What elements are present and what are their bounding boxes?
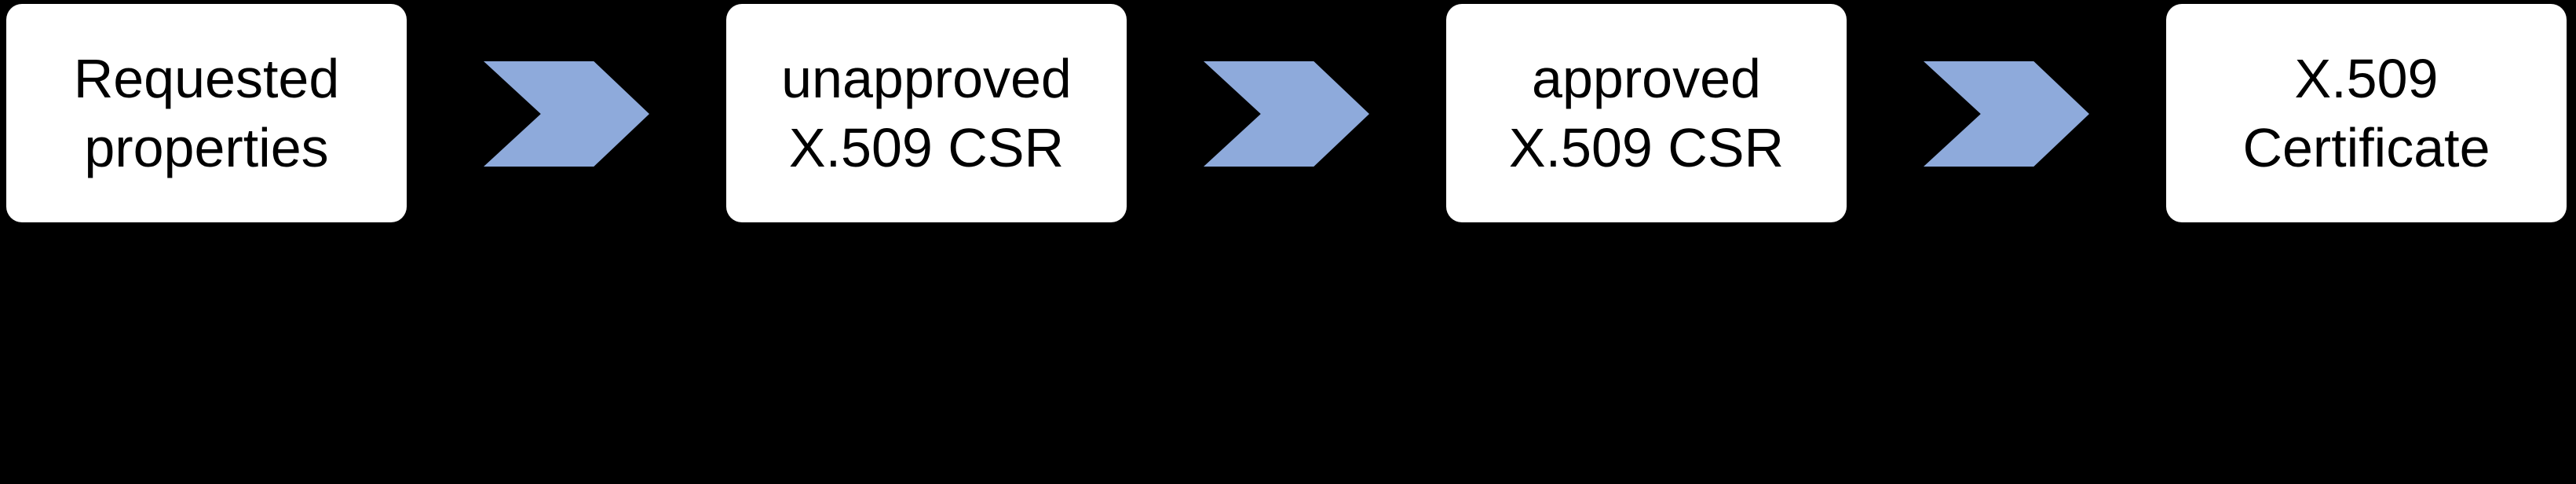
step-label-line2: properties bbox=[84, 117, 329, 178]
step-label-line2: X.509 CSR bbox=[1508, 117, 1785, 178]
right-chevron-arrow-icon bbox=[1204, 61, 1369, 167]
right-chevron-arrow-icon bbox=[484, 61, 649, 167]
step-label-line1: approved bbox=[1532, 48, 1761, 109]
flow-step-unapproved-csr: unapproved X.509 CSR bbox=[726, 4, 1127, 222]
step-label-line1: Requested bbox=[73, 48, 340, 109]
flow-step-requested-properties: Requested properties bbox=[6, 4, 407, 222]
step-label-line1: X.509 bbox=[2294, 48, 2439, 109]
right-chevron-arrow-icon bbox=[1924, 61, 2089, 167]
step-label-line2: X.509 CSR bbox=[788, 117, 1065, 178]
flow-step-x509-certificate: X.509 Certificate bbox=[2166, 4, 2567, 222]
step-label-line1: unapproved bbox=[781, 48, 1072, 109]
step-label-line2: Certificate bbox=[2242, 117, 2490, 178]
flow-step-approved-csr: approved X.509 CSR bbox=[1446, 4, 1847, 222]
